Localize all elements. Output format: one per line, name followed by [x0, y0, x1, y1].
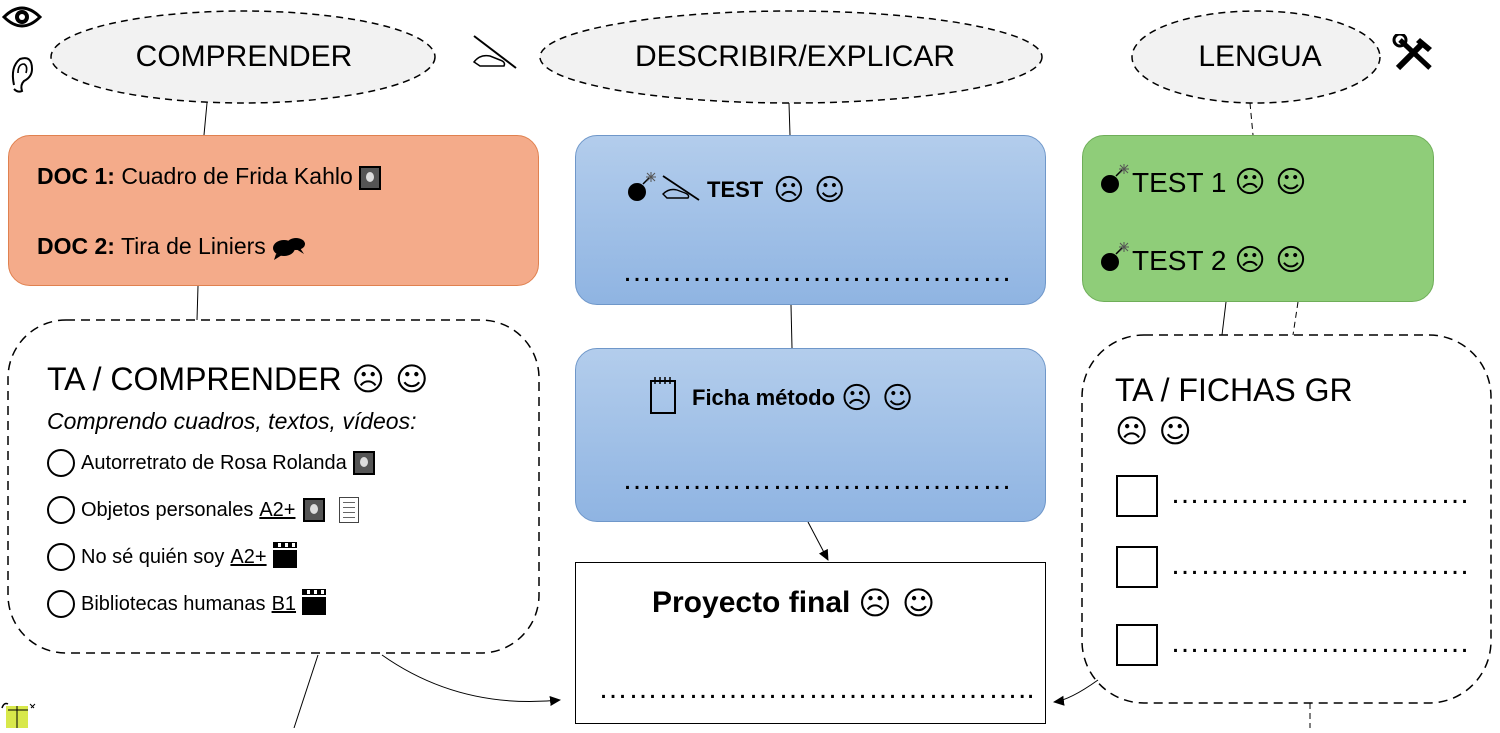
ta-item-4-level[interactable]: B1	[271, 592, 297, 615]
writing-hand-icon	[659, 172, 703, 208]
ta-comprender-title-line: TA / COMPRENDER ☹ ☺	[47, 360, 428, 398]
ta-fichas-smileys: ☹ ☺	[1115, 412, 1192, 450]
ta-fichas-checkbox-2[interactable]	[1116, 546, 1158, 588]
painting-icon	[352, 451, 375, 475]
ta-comprender-title: TA / COMPRENDER	[47, 360, 342, 397]
bomb-icon	[1098, 240, 1132, 281]
test-dots: …………………………………	[622, 255, 1012, 288]
doc2-line: DOC 2: Tira de Liniers	[37, 233, 306, 260]
bomb-icon	[1098, 162, 1132, 203]
proyecto-smileys: ☹ ☺	[858, 584, 936, 622]
ta-fichas-dots-2: …………………………	[1170, 548, 1470, 581]
oval-lengua	[1131, 10, 1381, 104]
test-line: TEST ☹ ☺	[625, 170, 845, 210]
ta-item-1[interactable]: Autorretrato de Rosa Rolanda	[47, 449, 375, 477]
ta-comprender-subtitle: Comprendo cuadros, textos, vídeos:	[47, 408, 417, 434]
radio-circle[interactable]	[47, 590, 75, 618]
doc1-label: DOC 1:	[37, 163, 115, 189]
ta-item-3-text: No sé quién soy	[81, 545, 225, 568]
proyecto-line: Proyecto final ☹ ☺	[652, 584, 935, 622]
documents-box	[8, 135, 539, 286]
ta-fichas-dots-1: …………………………	[1170, 477, 1470, 510]
lengua-test1-label: TEST 1	[1132, 166, 1227, 198]
test-label: TEST	[707, 177, 764, 202]
clapperboard-icon	[302, 589, 327, 615]
doc1-line: DOC 1: Cuadro de Frida Kahlo	[37, 163, 382, 190]
ta-fichas-title: TA / FICHAS GR	[1115, 372, 1353, 408]
ficha-label: Ficha método	[692, 385, 836, 410]
painting-icon	[359, 165, 382, 190]
ta-item-2-level[interactable]: A2+	[259, 498, 296, 521]
oval-label-comprender: COMPRENDER	[135, 40, 353, 73]
ta-item-2[interactable]: Objetos personales A2+	[47, 496, 360, 524]
oval-describir	[539, 10, 1043, 104]
doc2-label: DOC 2:	[37, 233, 115, 259]
tools-icon	[1392, 32, 1438, 74]
ta-comprender-smileys: ☹ ☺	[351, 360, 429, 398]
radio-circle[interactable]	[47, 449, 75, 477]
ficha-metodo-box	[575, 348, 1046, 522]
ta-comprender-outline	[7, 319, 540, 654]
proyecto-label: Proyecto final	[652, 586, 851, 619]
oval-label-lengua: LENGUA	[1198, 40, 1322, 73]
eye-icon	[1, 2, 43, 32]
test-smileys: ☹ ☺	[773, 172, 846, 208]
ta-item-3[interactable]: No sé quién soy A2+	[47, 542, 297, 571]
ficha-smileys: ☹ ☺	[841, 380, 914, 416]
ta-item-4-text: Bibliotecas humanas	[81, 592, 266, 615]
doc2-text: Tira de Liniers	[120, 233, 266, 259]
bomb-icon	[625, 170, 659, 210]
lengua-test2-label: TEST 2	[1132, 244, 1227, 276]
ear-icon	[8, 55, 34, 95]
writing-hand-icon	[470, 32, 520, 72]
ta-item-2-text: Objetos personales	[81, 498, 254, 521]
notepad-icon	[648, 375, 678, 421]
speech-bubbles-icon	[272, 233, 306, 260]
lengua-tests-box	[1082, 135, 1434, 302]
clapperboard-icon	[272, 542, 297, 568]
lengua-test1-line: TEST 1 ☹ ☺	[1098, 162, 1307, 203]
ficha-dots: …………………………………	[622, 463, 1012, 496]
ta-fichas-checkbox-1[interactable]	[1116, 475, 1158, 517]
ta-fichas-dots-3: …………………………	[1170, 626, 1470, 659]
oval-comprender	[50, 10, 436, 104]
lengua-test2-line: TEST 2 ☹ ☺	[1098, 240, 1307, 281]
lengua-test2-smileys: ☹ ☺	[1234, 243, 1307, 278]
painting-icon	[303, 498, 326, 522]
ta-item-4[interactable]: Bibliotecas humanas B1	[47, 589, 327, 618]
proyecto-final-box	[575, 562, 1046, 724]
document-icon	[339, 497, 360, 523]
ficha-line: Ficha método ☹ ☺	[648, 375, 913, 421]
doc1-text: Cuadro de Frida Kahlo	[121, 163, 353, 189]
oval-label-describir: DESCRIBIR/EXPLICAR	[634, 40, 956, 73]
ta-fichas-outline	[1081, 334, 1492, 704]
lengua-test1-smileys: ☹ ☺	[1234, 165, 1307, 200]
proyecto-dots: ……………………………………..	[598, 672, 1035, 705]
ta-item-1-text: Autorretrato de Rosa Rolanda	[81, 451, 347, 474]
test-box	[575, 135, 1046, 305]
person-icon	[0, 700, 36, 728]
radio-circle[interactable]	[47, 543, 75, 571]
ta-fichas-checkbox-3[interactable]	[1116, 624, 1158, 666]
ta-item-3-level[interactable]: A2+	[230, 545, 267, 568]
radio-circle[interactable]	[47, 496, 75, 524]
